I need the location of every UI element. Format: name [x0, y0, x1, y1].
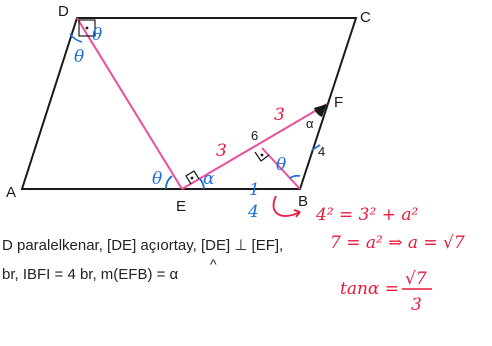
equation-tan-denominator: 3	[411, 295, 422, 315]
point-label-e: E	[176, 198, 186, 215]
point-label-b: B	[298, 193, 308, 210]
angle-label-alpha-e: α	[203, 169, 215, 189]
point-label-f: F	[334, 94, 343, 111]
hand-number-3-upper: 3	[274, 105, 285, 125]
angle-label-theta-e: θ	[152, 169, 162, 189]
right-angle-mark-e	[185, 170, 200, 185]
point-label-a: A	[6, 184, 16, 201]
angle-arc-e-right	[199, 178, 205, 190]
red-arrow	[272, 195, 301, 217]
hand-number-1: 1	[249, 180, 260, 200]
point-label-d: D	[58, 3, 69, 20]
equation-pythagoras: 4² = 3² + a²	[315, 205, 419, 225]
angle-arc-e-left	[165, 175, 173, 190]
hand-number-3-lower: 3	[216, 141, 227, 161]
angle-label-theta-d2: θ	[74, 47, 84, 67]
segment-ef	[181, 103, 328, 190]
right-angle-mark-h	[254, 151, 270, 162]
segment-de	[76, 17, 183, 190]
problem-text-line2: br, IBFI = 4 br, m(EFB) = α	[2, 266, 179, 283]
equation-solve-a: 7 = a² ⇒ a = √7	[330, 233, 465, 253]
angle-label-theta-b: θ	[276, 155, 286, 175]
problem-text-line1: D paralelkenar, [DE] açıortay, [DE] ⊥ [E…	[2, 237, 284, 254]
angle-f-mark	[314, 104, 327, 117]
equation-tan-numerator: √7	[405, 269, 427, 289]
segment-length-6: 6	[251, 128, 258, 143]
angle-hat: ^	[210, 256, 217, 272]
segment-length-4: 4	[318, 144, 325, 159]
angle-label-alpha-f: α	[306, 116, 314, 131]
point-label-c: C	[360, 9, 371, 26]
right-angle-mark-d	[78, 19, 96, 37]
parallelogram-abcd	[20, 17, 358, 190]
angle-arc-b	[289, 174, 301, 179]
angle-arc-d	[69, 33, 83, 43]
equation-tan-label: tanα =	[340, 279, 399, 299]
hand-number-4: 4	[247, 202, 259, 222]
angle-label-theta-d1: θ	[92, 25, 102, 45]
